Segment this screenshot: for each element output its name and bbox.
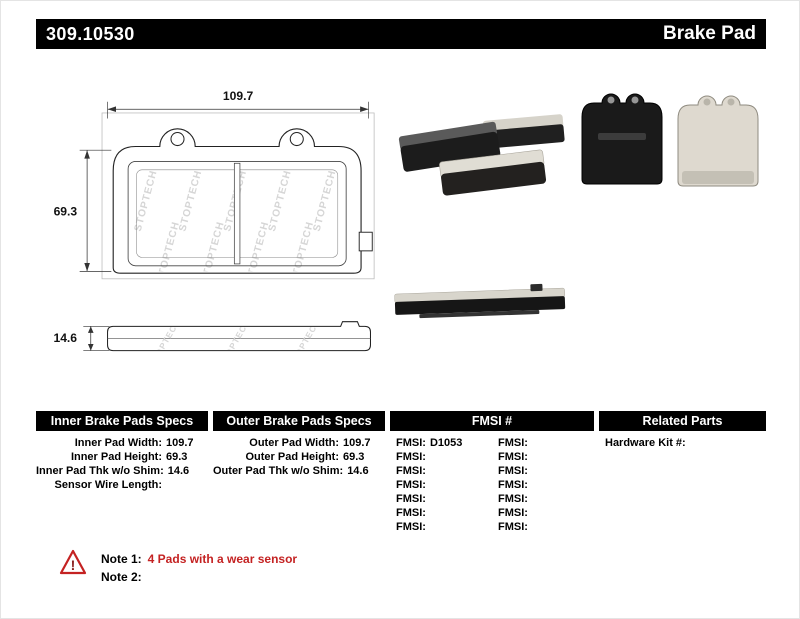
spec-label: Outer Pad Height:: [245, 451, 339, 463]
width-dimension-label: 109.7: [223, 89, 254, 103]
product-photo-pads-side: [394, 283, 566, 319]
spec-value: 14.6: [167, 465, 190, 477]
note-2: Note 2:: [101, 569, 297, 585]
fmsi-label: FMSI:: [498, 465, 528, 477]
note2-text: [142, 570, 148, 584]
pad-friction-view: [677, 95, 759, 187]
spec-label: Inner Pad Thk w/o Shim:: [36, 465, 164, 477]
mounting-hole-right: [289, 132, 304, 147]
spec-row: Sensor Wire Length:: [36, 478, 208, 492]
fmsi-entry: FMSI:D1053: [390, 436, 492, 450]
fmsi-entry: FMSI:: [390, 520, 492, 534]
spec-value: 14.6: [347, 465, 369, 477]
related-label: Hardware Kit #:: [605, 437, 686, 449]
drawing-frame: [101, 112, 375, 280]
warning-glyph: !: [71, 557, 76, 573]
header-bar: 309.10530 Brake Pad: [36, 19, 766, 49]
fmsi-entry: FMSI:: [390, 450, 492, 464]
fmsi-entry: FMSI:: [492, 478, 594, 492]
fmsi-label: FMSI:: [396, 465, 426, 477]
related-parts-header: Related Parts: [599, 411, 766, 431]
fmsi-entry: FMSI:: [492, 436, 594, 450]
note2-label: Note 2:: [101, 570, 142, 584]
product-photo-pads-angled: [398, 114, 565, 196]
part-number: 309.10530: [46, 23, 135, 44]
fmsi-grid: FMSI:D1053 FMSI: FMSI: FMSI: FMSI: FMSI:…: [390, 436, 594, 534]
spec-value: 109.7: [166, 437, 194, 449]
fmsi-entry: FMSI:: [390, 464, 492, 478]
spec-row: Outer Pad Height: 69.3: [213, 450, 385, 464]
fmsi-label: FMSI:: [396, 451, 426, 463]
fmsi-entry: FMSI:: [492, 492, 594, 506]
fmsi-entry: FMSI:: [390, 478, 492, 492]
fmsi-value: D1053: [429, 437, 463, 449]
inner-specs-header: Inner Brake Pads Specs: [36, 411, 208, 431]
fmsi-label: FMSI:: [396, 437, 426, 449]
inner-specs-column: Inner Brake Pads Specs Inner Pad Width: …: [36, 411, 208, 534]
fmsi-label: FMSI:: [396, 479, 426, 491]
fmsi-label: FMSI:: [498, 493, 528, 505]
pad-backing-view: [581, 93, 663, 185]
spec-value: 109.7: [343, 437, 371, 449]
fmsi-label: FMSI:: [396, 493, 426, 505]
side-profile-outline: [107, 321, 371, 352]
spec-row: Inner Pad Width: 109.7: [36, 436, 208, 450]
spec-label: Inner Pad Width:: [74, 437, 162, 449]
note-1: Note 1: 4 Pads with a wear sensor: [101, 551, 297, 567]
mounting-hole-left: [170, 132, 185, 147]
fmsi-entry: FMSI:: [492, 520, 594, 534]
spec-row: Inner Pad Height: 69.3: [36, 450, 208, 464]
spec-label: Sensor Wire Length:: [54, 479, 162, 491]
fmsi-label: FMSI:: [498, 451, 528, 463]
spec-label: Outer Pad Thk w/o Shim:: [213, 465, 344, 477]
fmsi-entry: FMSI:: [492, 450, 594, 464]
specs-table: Inner Brake Pads Specs Inner Pad Width: …: [36, 411, 766, 534]
outer-specs-column: Outer Brake Pads Specs Outer Pad Width: …: [213, 411, 385, 534]
outer-specs-header: Outer Brake Pads Specs: [213, 411, 385, 431]
spec-value: 69.3: [343, 451, 365, 463]
note1-text: 4 Pads with a wear sensor: [147, 552, 298, 566]
warning-icon: !: [59, 549, 87, 575]
fmsi-column: FMSI # FMSI:D1053 FMSI: FMSI: FMSI: FMSI…: [390, 411, 594, 534]
related-parts-row: Hardware Kit #:: [599, 436, 766, 450]
fmsi-header: FMSI #: [390, 411, 594, 431]
spec-value: 69.3: [166, 451, 188, 463]
fmsi-label: FMSI:: [396, 507, 426, 519]
brake-pad-front-drawing: 109.7 69.3 STOPTECH STOPTECH STOPTECH ST…: [54, 89, 375, 280]
fmsi-entry: FMSI:: [390, 506, 492, 520]
spec-label: Outer Pad Width:: [249, 437, 339, 449]
spec-row: Outer Pad Thk w/o Shim: 14.6: [213, 464, 385, 478]
product-photo-pads-front: [581, 93, 759, 187]
brake-pad-side-drawing: 14.6 STOPTECH STOPTECH STOPTECH: [53, 321, 371, 352]
sensor-tab: [358, 231, 373, 252]
spec-row: Outer Pad Width: 109.7: [213, 436, 385, 450]
fmsi-entry: FMSI:: [492, 506, 594, 520]
related-parts-column: Related Parts Hardware Kit #:: [599, 411, 766, 534]
note1-label: Note 1:: [101, 552, 142, 566]
spec-label: Inner Pad Height:: [70, 451, 162, 463]
fmsi-label: FMSI:: [498, 521, 528, 533]
product-type-title: Brake Pad: [663, 23, 756, 44]
height-dimension-label: 69.3: [54, 204, 78, 218]
thickness-dimension-label: 14.6: [53, 331, 77, 345]
fmsi-label: FMSI:: [498, 507, 528, 519]
notes-section: ! Note 1: 4 Pads with a wear sensor Note …: [59, 549, 297, 585]
center-slot: [233, 162, 241, 265]
friction-outline: [127, 160, 347, 267]
fmsi-label: FMSI:: [396, 521, 426, 533]
note-lines: Note 1: 4 Pads with a wear sensor Note 2:: [101, 549, 297, 585]
fmsi-label: FMSI:: [498, 437, 528, 449]
fmsi-label: FMSI:: [498, 479, 528, 491]
spec-row: Inner Pad Thk w/o Shim: 14.6: [36, 464, 208, 478]
fmsi-entry: FMSI:: [390, 492, 492, 506]
fmsi-entry: FMSI:: [492, 464, 594, 478]
